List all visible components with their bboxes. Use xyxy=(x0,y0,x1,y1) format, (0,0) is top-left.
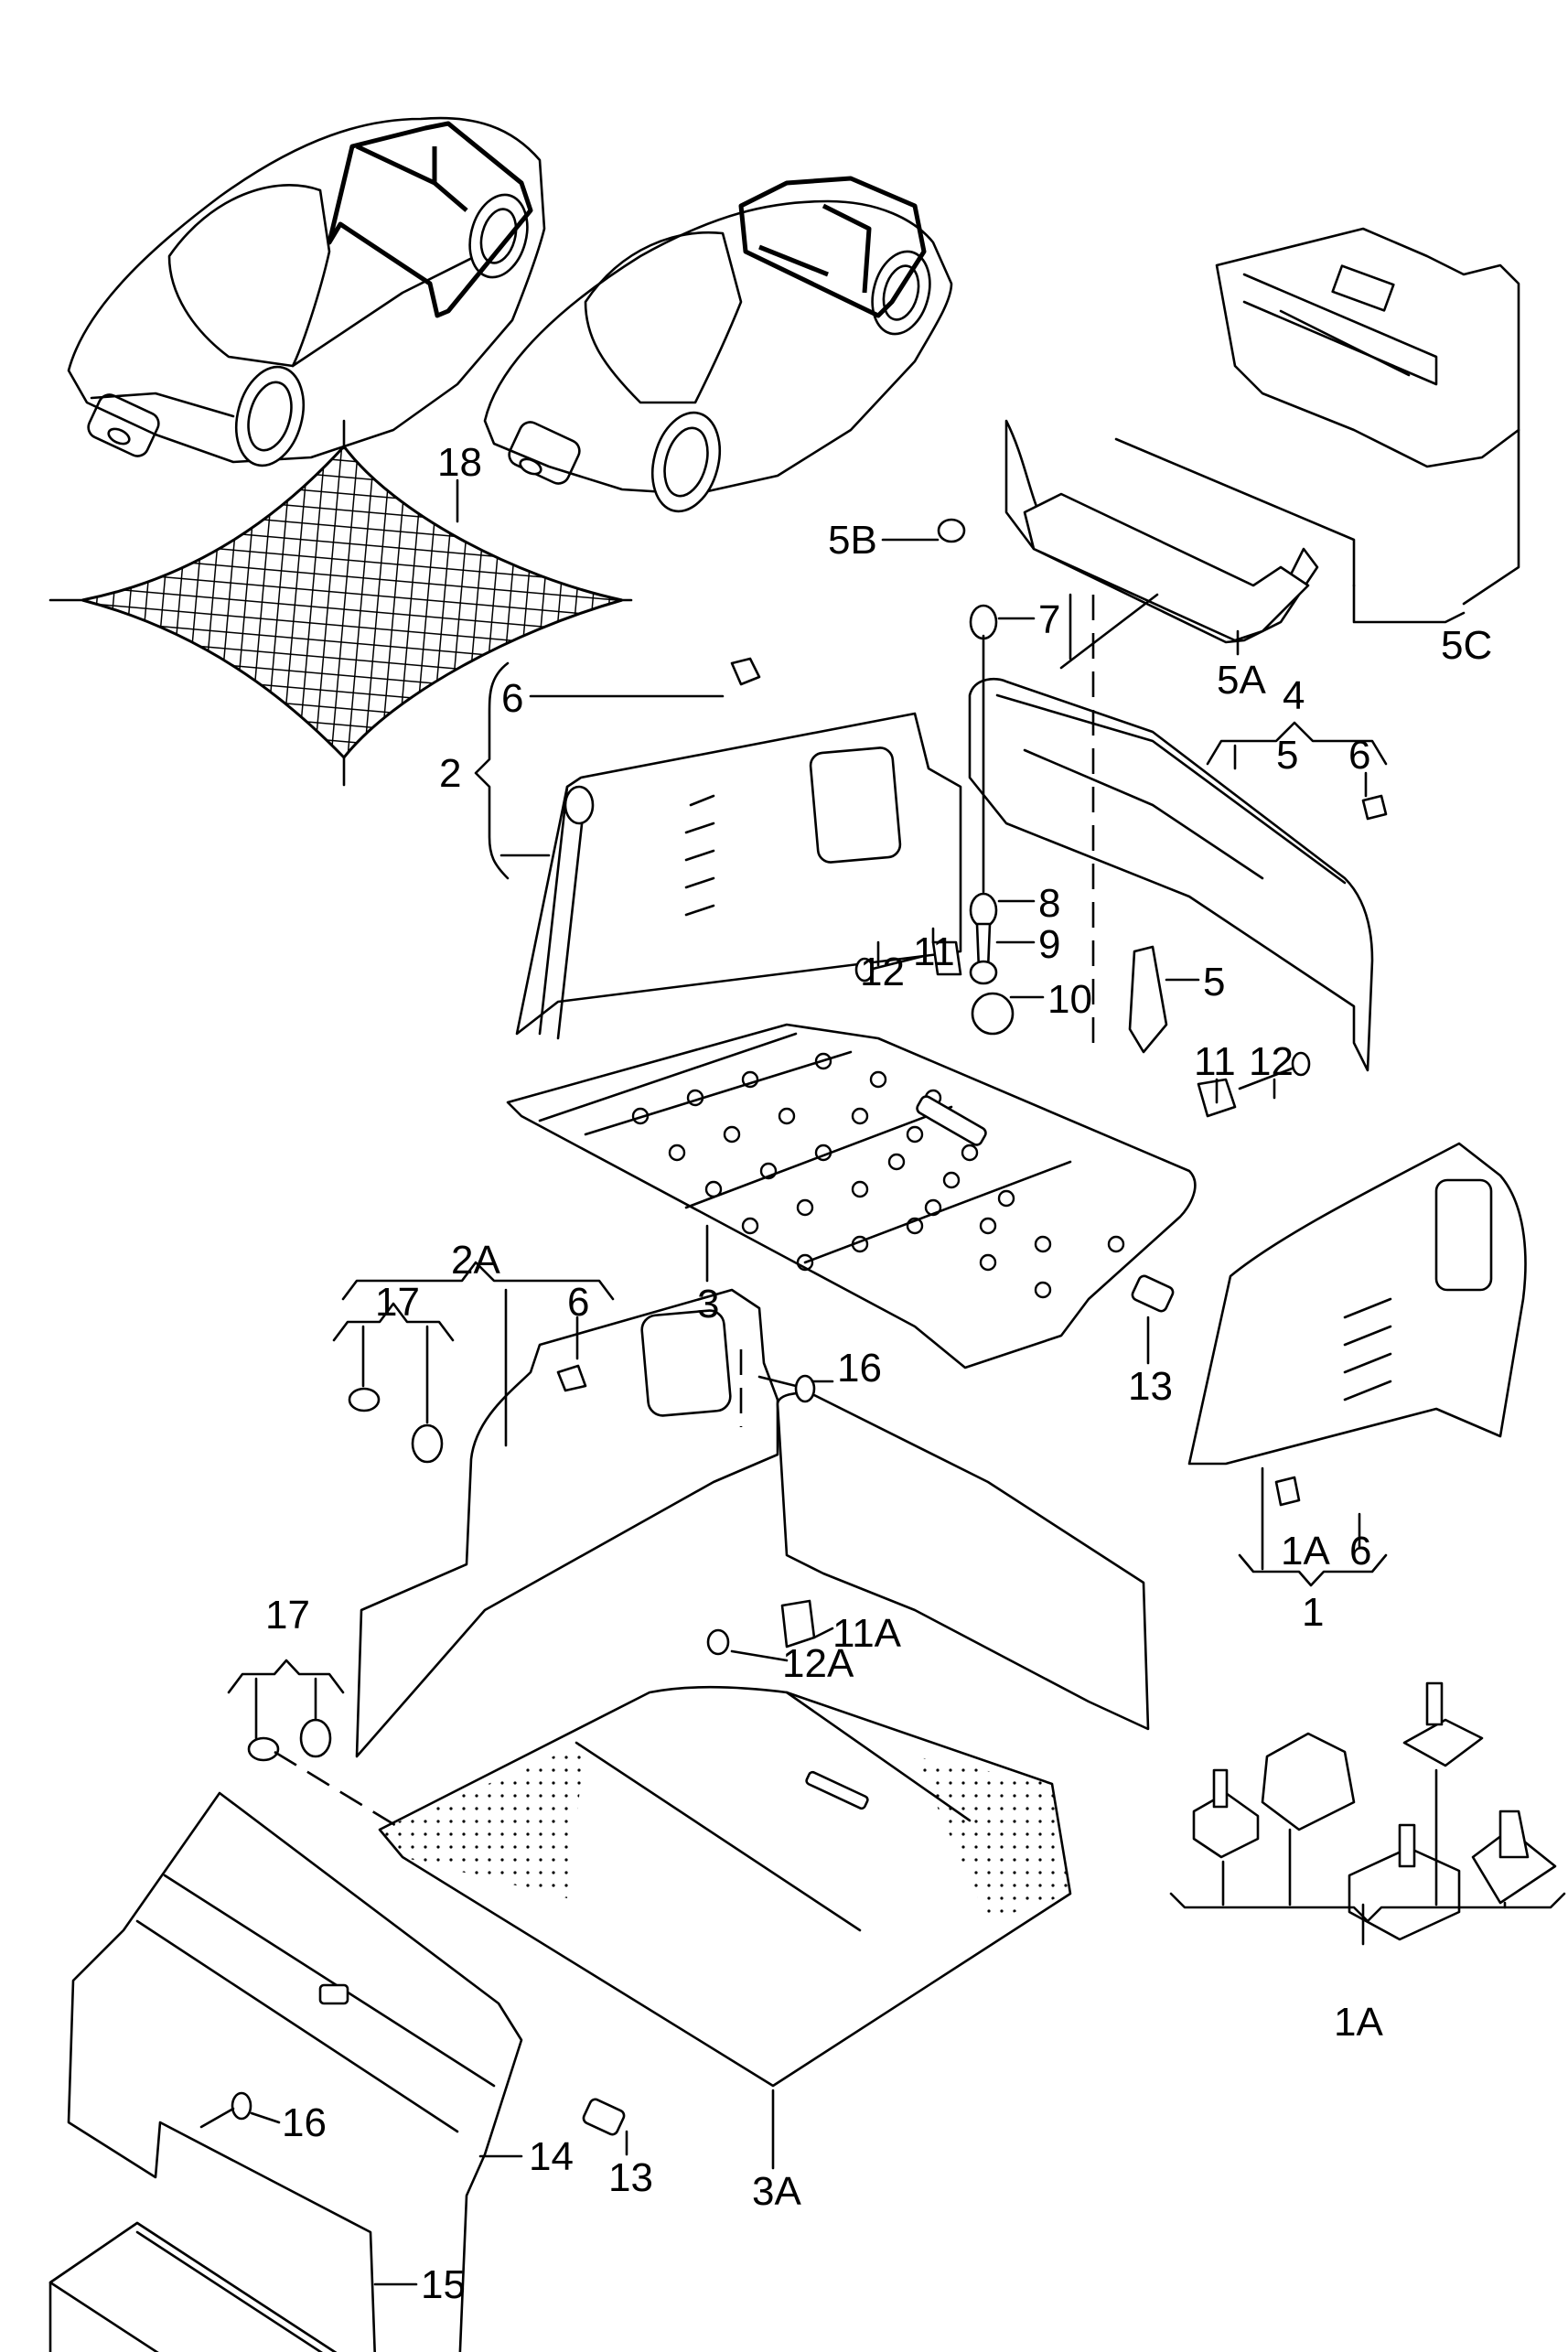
strap-5 xyxy=(1128,945,1168,1054)
label-1: 1 xyxy=(1302,1590,1324,1635)
label-12: 12 xyxy=(860,950,905,994)
side-trim-panel-part-1 xyxy=(1187,1142,1527,1466)
roadster-car-illustration xyxy=(483,176,953,513)
label-2: 2 xyxy=(439,751,461,796)
rivet-17-b xyxy=(411,1423,444,1464)
label-5: 5 xyxy=(1276,733,1298,778)
label-6: 6 xyxy=(1349,1529,1371,1573)
label-5B: 5B xyxy=(828,518,877,563)
clip-6-right xyxy=(1361,794,1388,821)
label-5C: 5C xyxy=(1441,623,1492,668)
label-11A: 11A xyxy=(832,1611,902,1656)
label-3A: 3A xyxy=(752,2169,801,2214)
expanding-rivet-5B xyxy=(937,518,966,543)
label-17: 17 xyxy=(375,1280,420,1325)
screw-12-left xyxy=(867,954,926,972)
screw-16-upper xyxy=(794,1374,816,1403)
label-8: 8 xyxy=(1038,881,1060,926)
storage-tray-part-5C xyxy=(1215,227,1520,468)
label-7: 7 xyxy=(1038,597,1060,642)
label-4: 4 xyxy=(1283,673,1305,718)
label-16: 16 xyxy=(282,2100,327,2145)
mounting-clips-part-1A xyxy=(1192,1681,1557,1941)
label-1A: 1A xyxy=(1281,1529,1330,1573)
floor-panel-part-3A xyxy=(378,1685,1072,2088)
floor-panel-part-3 xyxy=(506,1023,1197,1369)
floor-holes xyxy=(631,1052,1125,1299)
label-1A: 1A xyxy=(1334,2000,1383,2045)
screw-12-right xyxy=(1238,1064,1301,1090)
rear-trim-panel-part-4 xyxy=(968,677,1374,1072)
side-trim-panel-part-2 xyxy=(515,712,962,1040)
part-labels: 18 5B 7 5A 5C 4 5 6 6 2 8 11 9 12 5 10 1… xyxy=(265,440,1492,2307)
label-5: 5 xyxy=(1203,960,1225,1004)
luggage-net-part-18 xyxy=(48,419,633,787)
label-3: 3 xyxy=(697,1282,719,1326)
label-13: 13 xyxy=(1128,1364,1173,1409)
label-12: 12 xyxy=(1249,1039,1294,1084)
clip-6-2A xyxy=(556,1364,587,1392)
label-11: 11 xyxy=(1194,1039,1236,1084)
small-fasteners xyxy=(199,518,1388,2136)
clip-6-top xyxy=(730,657,761,686)
label-10: 10 xyxy=(1047,977,1092,1022)
label-18: 18 xyxy=(437,440,482,485)
leader-lines xyxy=(227,428,1566,2286)
label-15: 15 xyxy=(421,2262,466,2307)
coupe-car-illustration xyxy=(67,116,546,467)
cover-panel-part-14 xyxy=(67,1791,523,2352)
screw-12A xyxy=(706,1628,730,1656)
side-trim-panel-part-2A xyxy=(355,1288,779,1758)
screw-16-lower xyxy=(231,2091,252,2121)
rivet-17-d xyxy=(299,1718,332,1758)
label-12A: 12A xyxy=(782,1641,854,1686)
label-5A: 5A xyxy=(1217,658,1266,703)
label-2A: 2A xyxy=(451,1238,500,1283)
label-11: 11 xyxy=(913,929,955,974)
rivet-17-c xyxy=(247,1736,280,1762)
nut-8 xyxy=(969,892,998,929)
label-13: 13 xyxy=(608,2155,653,2200)
bracket-11A xyxy=(780,1599,816,1649)
label-6: 6 xyxy=(501,676,523,721)
bracket-11-left xyxy=(931,940,962,976)
label-14: 14 xyxy=(529,2134,574,2179)
clip-13-lower xyxy=(582,2098,626,2136)
clip-13-upper xyxy=(1131,1274,1175,1313)
label-16: 16 xyxy=(837,1346,882,1391)
nut-7 xyxy=(969,604,998,640)
cap-10 xyxy=(971,992,1015,1036)
clip-6-group1 xyxy=(1274,1476,1301,1507)
label-6: 6 xyxy=(1348,733,1370,778)
label-6: 6 xyxy=(567,1280,589,1325)
label-9: 9 xyxy=(1038,922,1060,967)
label-17: 17 xyxy=(265,1593,310,1638)
rivet-17-a xyxy=(348,1387,381,1412)
storage-box-part-15 xyxy=(48,2221,338,2352)
